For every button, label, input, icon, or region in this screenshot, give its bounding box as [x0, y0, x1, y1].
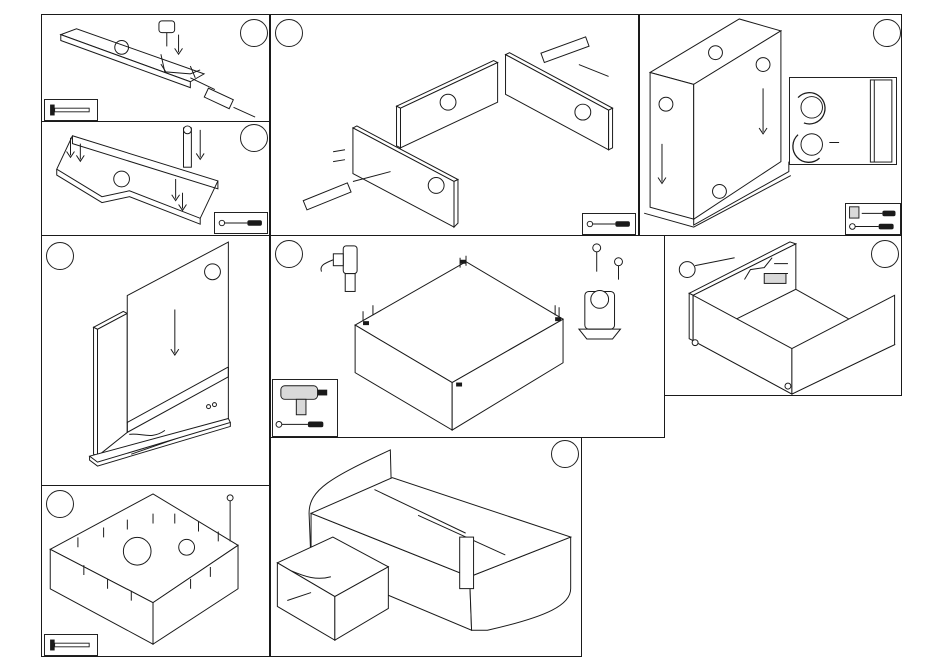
tool-box-screwdriver-set — [845, 203, 901, 235]
step-panel-bottom-board — [41, 121, 270, 236]
step-panel-frame — [639, 14, 902, 236]
drawer-bottom-illustration — [42, 486, 269, 656]
step-panel-finished-bed — [270, 437, 582, 657]
step-panel-drawer-bottom — [41, 485, 270, 657]
screwdriver-set-icon — [846, 204, 900, 234]
step-panel-cam-lock — [41, 14, 270, 122]
cam-detail-callout — [789, 77, 897, 165]
hammer-icon — [45, 635, 97, 655]
finished-bed-illustration — [271, 438, 581, 656]
step-number-badge — [275, 240, 303, 268]
tool-box-drill — [272, 379, 338, 437]
side-panels-illustration — [271, 15, 638, 235]
step-number-badge — [46, 490, 74, 518]
tool-box-screwdriver — [214, 212, 268, 234]
hammer-icon — [45, 100, 97, 120]
step-number-badge — [240, 124, 268, 152]
tool-box-hammer — [44, 634, 98, 656]
step-panel-drawer-front — [664, 235, 902, 396]
tool-box-hammer — [44, 99, 98, 121]
step-panel-side-panels — [270, 14, 639, 236]
drawer-front-illustration — [665, 236, 901, 395]
screwdriver-icon — [583, 214, 635, 234]
cam-rotation-detail — [790, 78, 896, 164]
step-panel-back-panel — [41, 235, 270, 486]
step-panel-drawer-casters — [270, 235, 665, 438]
step-number-badge — [275, 19, 303, 47]
tool-box-screwdriver — [582, 213, 636, 235]
back-panel-illustration — [42, 236, 269, 485]
step-number-badge — [873, 19, 901, 47]
step-number-badge — [871, 240, 899, 268]
power-drill-icon — [273, 380, 337, 436]
screwdriver-icon — [215, 213, 267, 233]
step-number-badge — [551, 440, 579, 468]
step-number-badge — [46, 242, 74, 270]
step-number-badge — [240, 19, 268, 47]
